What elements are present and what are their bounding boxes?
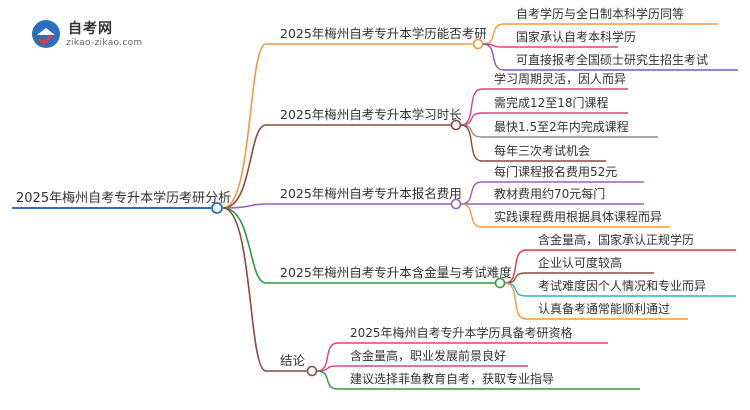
leaf-label: 实践课程费用根据具体课程而异 (494, 209, 662, 224)
leaf-label: 含金量高，职业发展前景良好 (350, 348, 506, 363)
leaf-node[interactable]: 含金量高，职业发展前景良好 (316, 348, 528, 372)
leaf-node[interactable]: 2025年梅州自考专升本学历具备考研资格 (316, 325, 608, 372)
branch-label: 2025年梅州自考专升本学习时长 (280, 107, 462, 122)
branch-connector (222, 203, 267, 209)
leaf-node[interactable]: 可直接报考全国硕士研究生招生考试 (482, 43, 738, 71)
branch-4[interactable]: 2025年梅州自考专升本含金量与考试难度 含金量高，国家承认正规学历企业认可度较高… (222, 207, 736, 320)
leaf-connector (316, 370, 339, 390)
leaf-node[interactable]: 考试难度因个人情况和专业而异 (504, 278, 736, 297)
branch-5[interactable]: 结论 2025年梅州自考专升本学历具备考研资格含金量高，职业发展前景良好建议选择菲… (222, 207, 640, 390)
leaf-label: 最快1.5至2年内完成课程 (494, 119, 629, 134)
branch-connector (222, 207, 267, 284)
leaf-connector (460, 124, 483, 162)
branch-connector (222, 124, 267, 209)
leaf-node[interactable]: 建议选择菲鱼教育自考，获取专业指导 (316, 370, 640, 390)
leaf-label: 企业认可度较高 (538, 255, 622, 270)
branch-node-dot (494, 277, 506, 289)
leaf-label: 可直接报考全国硕士研究生招生考试 (516, 52, 708, 67)
branch-node-dot (450, 119, 462, 131)
leaf-connector (460, 181, 483, 205)
leaf-node[interactable]: 认真备考通常能顺利通过 (504, 282, 688, 320)
graduation-cap-icon (32, 20, 60, 48)
leaf-label: 建议选择菲鱼教育自考，获取专业指导 (350, 371, 554, 386)
site-logo[interactable]: 自考网 zikao-zikao.com (32, 18, 152, 52)
cap-shape (37, 28, 55, 35)
leaf-connector (316, 365, 339, 372)
branch-node-dot (306, 365, 318, 377)
leaf-connector (482, 43, 505, 71)
leaf-label: 2025年梅州自考专升本学历具备考研资格 (350, 325, 573, 340)
leaf-node[interactable]: 实践课程费用根据具体课程而异 (460, 203, 670, 228)
leaf-node[interactable]: 含金量高，国家承认正规学历 (504, 232, 736, 284)
branch-node-dot (450, 198, 462, 210)
branch-connector (222, 43, 267, 209)
root-node[interactable]: 2025年梅州自考专升本学历考研分析 (12, 190, 231, 209)
leaf-connector (504, 282, 527, 297)
leaf-node[interactable]: 需完成12至18门课程 (460, 95, 628, 126)
root-node-dot (211, 202, 223, 214)
leaf-node[interactable]: 最快1.5至2年内完成课程 (460, 119, 658, 138)
leaf-node[interactable]: 企业认可度较高 (504, 255, 654, 284)
leaf-node[interactable]: 国家承认自考本科学历 (482, 29, 636, 48)
branch-label: 2025年梅州自考专升本学历能否考研 (280, 26, 487, 41)
leaf-label: 考试难度因个人情况和专业而异 (538, 278, 706, 293)
leaf-label: 每年三次考试机会 (494, 143, 590, 158)
leaf-label: 需完成12至18门课程 (494, 95, 609, 110)
leaf-node[interactable]: 学习周期灵活，因人而异 (460, 71, 628, 126)
leaf-label: 每门课程报名费用52元 (494, 164, 617, 179)
branch-2[interactable]: 2025年梅州自考专升本学习时长 学习周期灵活，因人而异需完成12至18门课程最快… (222, 71, 658, 209)
logo-title: 自考网 (68, 21, 113, 37)
branch-label: 2025年梅州自考专升本报名费用 (280, 186, 462, 201)
leaf-connector (460, 203, 483, 228)
branch-connector (222, 207, 267, 372)
leaf-connector (460, 88, 483, 126)
leaf-node[interactable]: 教材费用约70元每门 (461, 186, 644, 205)
branch-node-dot (472, 38, 484, 50)
branch-3[interactable]: 2025年梅州自考专升本报名费用 每门课程报名费用52元教材费用约70元每门实践课… (222, 164, 670, 228)
leaf-label: 含金量高，国家承认正规学历 (538, 232, 694, 247)
leaf-label: 国家承认自考本科学历 (516, 29, 636, 44)
leaf-connector (460, 112, 483, 126)
logo-url: zikao-zikao.com (66, 38, 143, 48)
branch-label: 结论 (280, 353, 306, 368)
leaf-label: 自考学历与全日制本科学历同等 (516, 6, 684, 21)
leaf-connector (460, 124, 483, 138)
leaf-label: 认真备考通常能顺利通过 (538, 302, 670, 316)
leaf-label: 学习周期灵活，因人而异 (494, 71, 626, 86)
leaf-connector (504, 282, 527, 320)
leaf-connector (504, 249, 527, 284)
leaf-label: 教材费用约70元每门 (494, 186, 605, 201)
leaf-node[interactable]: 每年三次考试机会 (460, 124, 606, 162)
branch-label: 2025年梅州自考专升本含金量与考试难度 (280, 265, 512, 280)
root-label: 2025年梅州自考专升本学历考研分析 (16, 190, 231, 206)
branch-1[interactable]: 2025年梅州自考专升本学历能否考研 自考学历与全日制本科学历同等国家承认自考本科… (222, 6, 738, 209)
